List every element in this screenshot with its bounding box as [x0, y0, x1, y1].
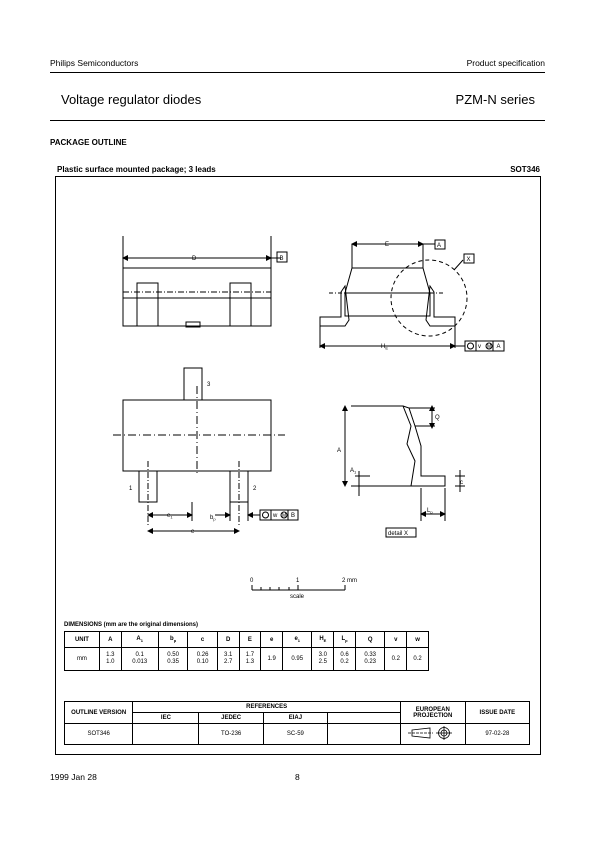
- dim-header-cell: A1: [120, 631, 159, 648]
- package-code: SOT346: [510, 165, 540, 174]
- scale-tick-1: 1: [296, 578, 300, 584]
- label-he: HE: [381, 344, 388, 351]
- references-table: OUTLINE VERSION REFERENCES EUROPEAN PROJ…: [63, 701, 531, 745]
- label-a-ref2: A: [497, 344, 501, 350]
- outline-version-header: OUTLINE VERSION: [63, 701, 134, 724]
- dim-header-cell: bp: [157, 631, 189, 648]
- label-e1: e: [167, 513, 171, 519]
- dimensions-title: DIMENSIONS (mm are the original dimensio…: [64, 622, 199, 628]
- svg-text:bp: bp: [210, 515, 216, 522]
- label-w-tol: w: [272, 513, 278, 519]
- top-view: [122, 236, 288, 328]
- label-e-width: E: [385, 242, 389, 248]
- label-lp: L: [427, 508, 431, 514]
- header-rule: [50, 72, 545, 73]
- dim-value-cell: 0.2: [384, 647, 408, 671]
- series-title: PZM-N series: [455, 92, 535, 107]
- detail-x: [342, 405, 465, 538]
- svg-text:e1: e1: [167, 513, 173, 520]
- dim-header-cell: e1: [281, 631, 313, 648]
- dim-header-cell: Lp: [333, 631, 356, 648]
- dim-value-cell: 1.9: [260, 647, 283, 671]
- label-lead-2: 2: [253, 486, 257, 492]
- iec-value: [132, 723, 200, 745]
- dim-header-cell: D: [216, 631, 240, 648]
- eiaj-value: SC-59: [262, 723, 329, 745]
- eiaj-header: EIAJ: [262, 712, 329, 724]
- jedec-value: TO-236: [198, 723, 264, 745]
- scale-bar: [251, 585, 346, 591]
- label-lead-1: 1: [129, 486, 133, 492]
- page-title: Voltage regulator diodes: [61, 92, 202, 107]
- document-type: Product specification: [466, 58, 545, 68]
- label-detail-x: detail X: [388, 531, 408, 537]
- label-c: c: [460, 480, 463, 486]
- label-b-ref2: B: [291, 513, 295, 519]
- references-header: REFERENCES: [132, 701, 401, 713]
- label-e: e: [191, 529, 195, 535]
- label-bp: b: [210, 515, 214, 521]
- label-v-tol: v: [478, 344, 481, 350]
- issue-date-header: ISSUE DATE: [464, 701, 531, 724]
- section-title: PACKAGE OUTLINE: [50, 138, 127, 147]
- label-m-w: M: [282, 513, 286, 519]
- dim-header-cell: w: [406, 631, 429, 648]
- package-drawing: D B E A X HE v M A 3 1 2 e1 bp w M B e A…: [113, 236, 505, 600]
- jedec-header: JEDEC: [198, 712, 264, 724]
- company-name: Philips Semiconductors: [50, 58, 139, 68]
- label-x: X: [467, 257, 471, 263]
- label-a1: A: [350, 468, 354, 474]
- iec-header: IEC: [132, 712, 200, 724]
- dim-header-cell: E: [238, 631, 262, 648]
- outline-version-value: SOT346: [63, 723, 134, 745]
- label-q: Q: [435, 415, 440, 421]
- title-rule: [50, 120, 545, 121]
- dim-value-cell: 0.95: [281, 647, 313, 671]
- package-description: Plastic surface mounted package; 3 leads: [57, 165, 216, 174]
- dim-value-cell: mm: [64, 647, 100, 671]
- dim-header-cell: HE: [311, 631, 335, 648]
- scale-label: scale: [290, 594, 305, 600]
- label-d: D: [192, 256, 197, 262]
- dim-header-cell: A: [98, 631, 122, 648]
- outline-frame: [55, 176, 541, 755]
- scale-tick-0: 0: [250, 578, 254, 584]
- label-a-height: A: [337, 448, 341, 454]
- label-lead-3: 3: [207, 382, 211, 388]
- dim-header-cell: Q: [354, 631, 386, 648]
- dim-header-cell: e: [260, 631, 283, 648]
- dim-header-cell: c: [187, 631, 218, 648]
- label-b: B: [280, 256, 284, 262]
- dim-header-cell: v: [384, 631, 408, 648]
- bottom-view: [113, 367, 299, 534]
- projection-icon: [407, 726, 452, 740]
- svg-text:Lp: Lp: [427, 508, 433, 515]
- dim-value-cell: 0.2: [406, 647, 429, 671]
- end-view: [319, 239, 505, 352]
- svg-text:A1: A1: [350, 468, 357, 475]
- label-a-datum: A: [437, 243, 441, 249]
- issue-date-value: 97-02-28: [464, 723, 531, 745]
- label-m-v: M: [487, 344, 491, 350]
- projection-symbol: [399, 723, 466, 745]
- dim-header-cell: UNIT: [64, 631, 100, 648]
- scale-tick-2: 2 mm: [342, 578, 357, 584]
- page-number: 8: [295, 772, 300, 782]
- projection-header: EUROPEAN PROJECTION: [399, 701, 466, 724]
- footer-date: 1999 Jan 28: [50, 772, 97, 782]
